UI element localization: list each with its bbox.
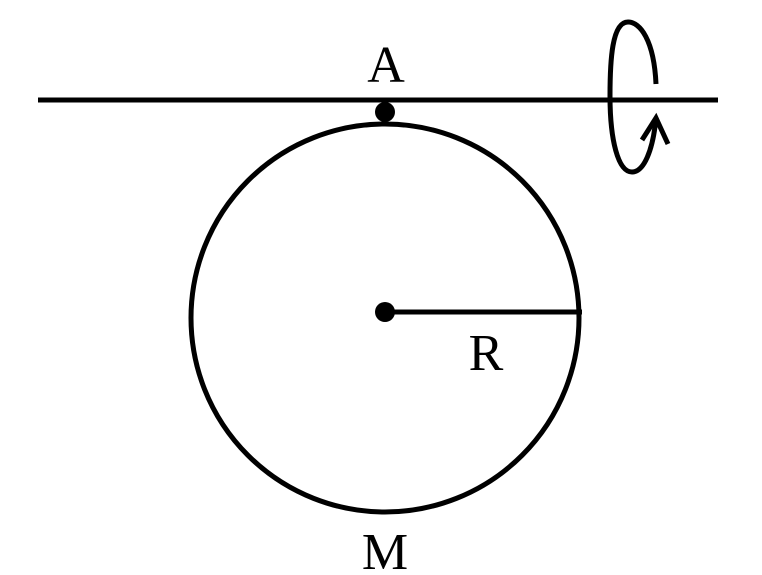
pivot-point (375, 102, 395, 122)
ring (188, 121, 582, 515)
label-a: A (367, 37, 405, 94)
rotation-arrow-icon (607, 19, 671, 175)
rotation-loop (607, 19, 659, 175)
rotation-arrowhead (639, 112, 671, 146)
label-r: R (469, 325, 504, 382)
label-m: M (362, 524, 408, 575)
